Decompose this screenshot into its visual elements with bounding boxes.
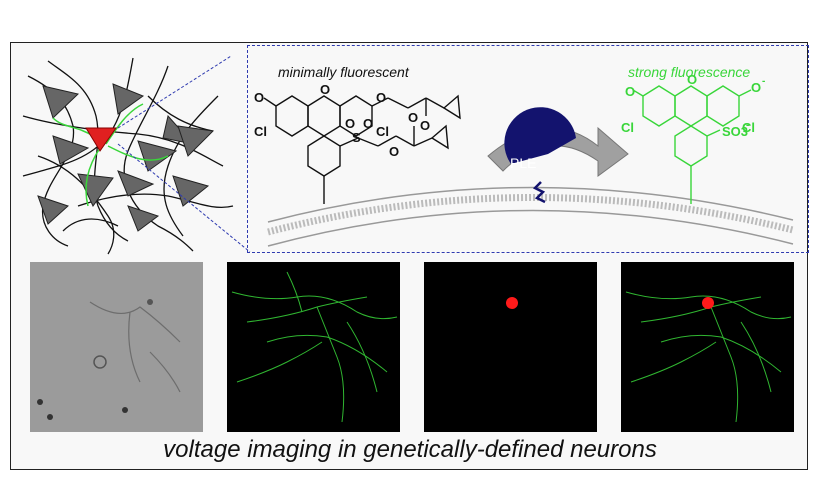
ester-probe-atoms: O O Cl Cl O O S O O O O bbox=[254, 82, 430, 159]
brightfield-image bbox=[30, 262, 203, 432]
left-sulfur: S bbox=[352, 130, 361, 145]
brightfield-panel bbox=[30, 262, 203, 432]
zoom-line-bottom bbox=[117, 143, 251, 253]
right-carbonyl-oxygen: O bbox=[625, 84, 635, 99]
left-chlorine-1: Cl bbox=[254, 124, 267, 139]
zoom-inset-border bbox=[247, 45, 809, 253]
left-carbonyl-oxygen: O bbox=[254, 90, 264, 105]
left-ester-oxygen-3: O bbox=[408, 110, 418, 125]
enzyme-label: PLE bbox=[510, 155, 536, 171]
neurite-lines bbox=[22, 57, 234, 255]
merge-panel bbox=[621, 262, 794, 432]
labeled-neuron-soma bbox=[85, 127, 117, 152]
neuron-somas bbox=[37, 83, 215, 232]
left-ester-oxygen-1: O bbox=[420, 118, 430, 133]
right-phenolate-oxygen: O bbox=[751, 80, 761, 95]
green-channel-image bbox=[227, 262, 400, 432]
left-sulfonyl-oxygen-1: O bbox=[345, 116, 355, 131]
right-probe-label: strong fluorescence bbox=[628, 64, 751, 80]
right-chlorine-2: Cl bbox=[742, 120, 755, 135]
fluorescent-product-structure bbox=[632, 85, 752, 204]
left-probe-label: minimally fluorescent bbox=[278, 64, 409, 80]
right-phenolate-charge: - bbox=[762, 76, 765, 87]
ester-probe-structure bbox=[263, 94, 461, 204]
figure-caption: voltage imaging in genetically-defined n… bbox=[163, 436, 657, 463]
ple-enzyme: PLE bbox=[504, 107, 576, 204]
right-sulfonate: SO3 bbox=[722, 124, 748, 139]
right-sulfonate-charge: - bbox=[746, 120, 749, 131]
red-channel-image bbox=[424, 262, 597, 432]
neuron-network-diagram bbox=[22, 56, 251, 255]
right-ring-oxygen: O bbox=[687, 72, 697, 87]
right-chlorine-1: Cl bbox=[621, 120, 634, 135]
zoom-line-top bbox=[117, 56, 233, 129]
merge-image bbox=[621, 262, 794, 432]
left-chlorine-2: Cl bbox=[376, 124, 389, 139]
left-sulfonyl-oxygen-2: O bbox=[363, 116, 373, 131]
probe-activation-schematic: O O Cl Cl O O S O O O O PLE O O O - Cl C… bbox=[254, 72, 794, 247]
cell-membrane bbox=[267, 186, 794, 247]
fluorescent-product-atoms: O O O - Cl Cl SO3 - bbox=[621, 72, 765, 139]
red-channel-panel bbox=[424, 262, 597, 432]
left-ether-oxygen: O bbox=[376, 90, 386, 105]
left-ester-oxygen-2: O bbox=[389, 144, 399, 159]
green-channel-panel bbox=[227, 262, 400, 432]
left-ring-oxygen: O bbox=[320, 82, 330, 97]
